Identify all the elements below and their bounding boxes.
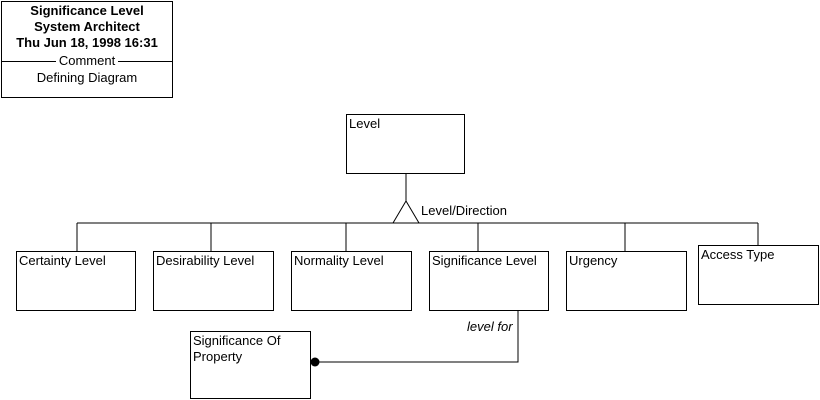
entity-certainty-level[interactable]: Certainty Level	[16, 251, 136, 311]
many-end-dot-icon	[310, 357, 320, 367]
diagram-description: Defining Diagram	[36, 70, 138, 85]
entity-desirability-level[interactable]: Desirability Level	[153, 251, 274, 311]
comment-divider: Comment	[2, 53, 173, 69]
diagram-title: Significance Level	[30, 3, 144, 18]
entity-access-type[interactable]: Access Type	[698, 245, 819, 305]
entity-significance-of-property[interactable]: Significance Of Property	[190, 331, 311, 399]
entity-level[interactable]: Level	[346, 114, 465, 174]
diagram-author: System Architect	[34, 19, 140, 34]
comment-label: Comment	[58, 53, 116, 68]
comment-rule-left	[2, 60, 56, 62]
subtype-label: Level/Direction	[421, 203, 507, 218]
diagram-datetime: Thu Jun 18, 1998 16:31	[16, 35, 158, 50]
relationship-role-label: level for	[467, 319, 513, 334]
relationship-line	[316, 310, 519, 363]
entity-significance-level[interactable]: Significance Level	[429, 251, 549, 311]
entity-significance-of-property-label: Significance Of Property	[193, 333, 281, 364]
comment-rule-right	[118, 60, 173, 62]
entity-urgency[interactable]: Urgency	[566, 251, 687, 311]
diagram-title-block: Significance Level System Architect Thu …	[1, 1, 173, 98]
entity-normality-level[interactable]: Normality Level	[291, 251, 412, 311]
subtype-triangle-icon	[392, 200, 420, 224]
